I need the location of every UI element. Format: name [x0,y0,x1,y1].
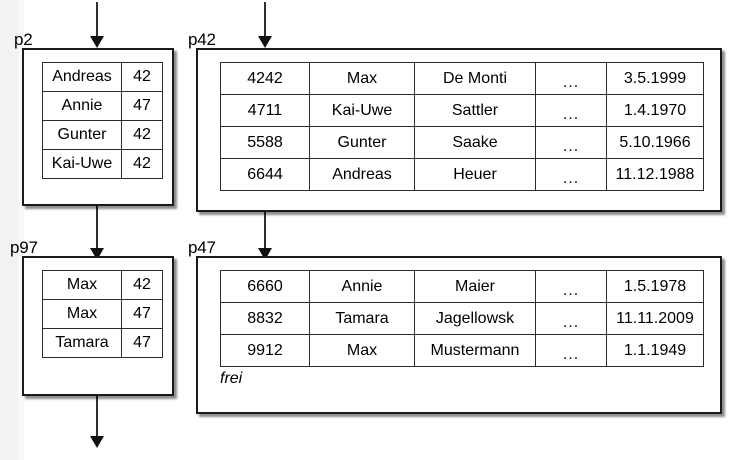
arrow-p42-to-p47 [256,206,274,260]
cell-first-name: Max [309,62,415,95]
cell-first-name: Annie [309,270,415,303]
cell-name: Gunter [42,120,122,150]
cell-name: Kai-Uwe [42,149,122,179]
page-margin-strip [0,0,18,460]
cell-name: Tamara [42,328,122,358]
cell-date: 11.12.1988 [606,158,704,191]
cell-date: 11.11.2009 [606,302,704,335]
arrow-into-p42 [256,2,274,48]
cell-id: 6660 [220,270,310,303]
cell-last-name: Heuer [414,158,536,191]
table-row: Max 42 [42,270,163,300]
cell-last-name: Saake [414,126,536,159]
cell-name: Annie [42,91,122,121]
cell-name: Max [42,270,122,300]
cell-last-name: Jagellowsk [414,302,536,335]
page-box-p97: Max 42 Max 47 Tamara 47 [22,256,174,396]
cell-first-name: Gunter [309,126,415,159]
cell-more: ... [535,126,607,159]
table-row: 6644 Andreas Heuer ... 11.12.1988 [220,158,704,191]
table-row: Annie 47 [42,91,163,121]
cell-id: 6644 [220,158,310,191]
cell-date: 1.1.1949 [606,334,704,367]
cell-date: 5.10.1966 [606,126,704,159]
page-label-p47: p47 [188,238,216,257]
cell-value: 42 [121,120,163,150]
cell-id: 9912 [220,334,310,367]
cell-value: 42 [121,149,163,179]
cell-last-name: Mustermann [414,334,536,367]
cell-first-name: Kai-Uwe [309,94,415,127]
table-row: Gunter 42 [42,120,163,150]
cell-last-name: De Monti [414,62,536,95]
cell-more: ... [535,62,607,95]
cell-more: ... [535,334,607,367]
table-row: 6660 Annie Maier ... 1.5.1978 [220,270,704,303]
page-box-p47: 6660 Annie Maier ... 1.5.1978 8832 Tamar… [196,256,722,414]
table-row: Max 47 [42,299,163,329]
index-table-p2: Andreas 42 Annie 47 Gunter 42 Kai-Uwe 42 [42,62,163,179]
cell-id: 5588 [220,126,310,159]
cell-name: Max [42,299,122,329]
record-table-p47: 6660 Annie Maier ... 1.5.1978 8832 Tamar… [220,270,704,367]
cell-id: 4242 [220,62,310,95]
cell-more: ... [535,158,607,191]
free-space-label: frei [220,370,243,387]
page-box-p2: Andreas 42 Annie 47 Gunter 42 Kai-Uwe 42 [22,48,174,206]
record-table-p42: 4242 Max De Monti ... 3.5.1999 4711 Kai-… [220,62,704,191]
cell-date: 3.5.1999 [606,62,704,95]
cell-first-name: Andreas [309,158,415,191]
cell-more: ... [535,94,607,127]
cell-more: ... [535,302,607,335]
table-row: Andreas 42 [42,62,163,92]
cell-value: 47 [121,328,163,358]
page-label-p97: p97 [10,238,38,257]
index-table-p97: Max 42 Max 47 Tamara 47 [42,270,163,358]
cell-value: 42 [121,270,163,300]
cell-value: 47 [121,91,163,121]
cell-id: 4711 [220,94,310,127]
cell-value: 42 [121,62,163,92]
cell-first-name: Tamara [309,302,415,335]
page-margin-strip-inner [18,0,24,460]
cell-id: 8832 [220,302,310,335]
cell-last-name: Maier [414,270,536,303]
table-row: 4711 Kai-Uwe Sattler ... 1.4.1970 [220,94,704,127]
arrow-p2-to-p97 [88,206,106,260]
cell-more: ... [535,270,607,303]
cell-first-name: Max [309,334,415,367]
cell-value: 47 [121,299,163,329]
table-row: 9912 Max Mustermann ... 1.1.1949 [220,334,704,367]
table-row: 5588 Gunter Saake ... 5.10.1966 [220,126,704,159]
table-row: 8832 Tamara Jagellowsk ... 11.11.2009 [220,302,704,335]
table-row: Tamara 47 [42,328,163,358]
arrow-out-of-p97 [88,396,106,448]
arrow-into-p2 [88,2,106,48]
cell-date: 1.5.1978 [606,270,704,303]
page-box-p42: 4242 Max De Monti ... 3.5.1999 4711 Kai-… [196,48,722,212]
cell-name: Andreas [42,62,122,92]
cell-last-name: Sattler [414,94,536,127]
table-row: 4242 Max De Monti ... 3.5.1999 [220,62,704,95]
page-label-p42: p42 [188,30,216,49]
page-label-p2: p2 [14,30,33,49]
table-row: Kai-Uwe 42 [42,149,163,179]
cell-date: 1.4.1970 [606,94,704,127]
